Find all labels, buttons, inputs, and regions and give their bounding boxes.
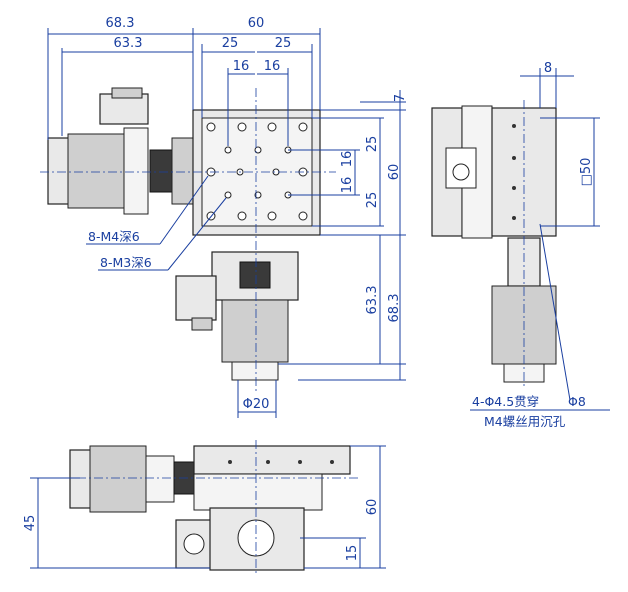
callout-counterbore-note: M4螺丝用沉孔 <box>484 414 566 429</box>
lower-motor-body <box>221 299 289 363</box>
dim-top-inner-right: 16 <box>264 59 281 74</box>
front-motor <box>89 445 147 513</box>
dim-top-span-right: 25 <box>275 36 292 51</box>
lower-motor-endcap <box>231 361 279 381</box>
lower-handle <box>175 275 217 321</box>
dim-right-span-upper: 25 <box>365 136 380 153</box>
dim-front-height: 45 <box>23 515 38 532</box>
callout-m4: 8-M4深6 <box>88 229 140 244</box>
front-table-mid <box>193 473 323 511</box>
dim-front-table: 60 <box>365 499 380 516</box>
front-handle-bore <box>183 533 205 555</box>
lower-coupling <box>239 261 271 289</box>
side-dimensions: 8 □50 4-Φ4.5贯穿 Φ8 M4螺丝用沉孔 <box>470 61 610 429</box>
dim-right-span-lower: 25 <box>365 192 380 209</box>
motor-endcap <box>47 137 71 205</box>
callout-through: 4-Φ4.5贯穿 <box>472 394 539 409</box>
dim-right-table: 60 <box>387 164 402 181</box>
dim-top-inner-left: 16 <box>233 59 250 74</box>
dim-lower-overall: 68.3 <box>387 294 402 323</box>
handle-block <box>99 93 149 125</box>
lower-handle-cap <box>191 317 213 331</box>
handle-cap <box>111 87 143 99</box>
motor-flange <box>123 127 149 215</box>
motor-body <box>67 133 125 209</box>
hole <box>237 211 247 221</box>
dim-side-square: □50 <box>579 158 594 187</box>
dim-top-span-left: 25 <box>222 36 239 51</box>
lower-motor <box>175 251 299 381</box>
hole <box>298 122 308 132</box>
hole <box>254 191 262 199</box>
dim-lower-motor: 63.3 <box>365 286 380 315</box>
front-table-top <box>193 445 351 475</box>
right-dimensions: 7 25 16 16 25 60 63.3 68.3 <box>278 90 408 381</box>
front-endcap <box>69 449 93 509</box>
top-view <box>47 87 321 236</box>
dim-front-center: 15 <box>345 545 360 562</box>
top-dimensions: 68.3 60 63.3 25 25 16 16 <box>47 16 321 146</box>
hole <box>237 122 247 132</box>
hole <box>267 122 277 132</box>
callout-m3: 8-M3深6 <box>100 255 152 270</box>
dim-top-overall: 68.3 <box>106 16 135 31</box>
hole <box>267 211 277 221</box>
front-flange <box>145 455 175 503</box>
side-bore <box>452 163 470 181</box>
side-view <box>431 105 557 383</box>
callout-counterbore: Φ8 <box>568 394 586 409</box>
hole <box>206 122 216 132</box>
hole-callouts: 8-M4深6 8-M3深6 <box>86 175 227 271</box>
front-view <box>69 445 351 571</box>
dim-right-inner-upper: 16 <box>340 151 355 168</box>
dim-right-inner-lower: 16 <box>340 177 355 194</box>
side-plate <box>461 105 493 239</box>
dim-side-top: 8 <box>544 61 552 76</box>
dim-top-table: 60 <box>248 16 265 31</box>
bearing-block <box>171 137 195 205</box>
hole <box>298 211 308 221</box>
shaft-dimension: Φ20 <box>237 380 277 418</box>
front-dimensions: 45 60 15 <box>23 445 386 569</box>
hole <box>224 146 232 154</box>
table-holes <box>206 122 308 221</box>
hole <box>224 191 232 199</box>
dim-right-edge: 7 <box>393 94 408 102</box>
dim-shaft: Φ20 <box>243 397 270 412</box>
dim-top-motor: 63.3 <box>114 36 143 51</box>
coupling <box>149 149 173 193</box>
hole <box>254 146 262 154</box>
